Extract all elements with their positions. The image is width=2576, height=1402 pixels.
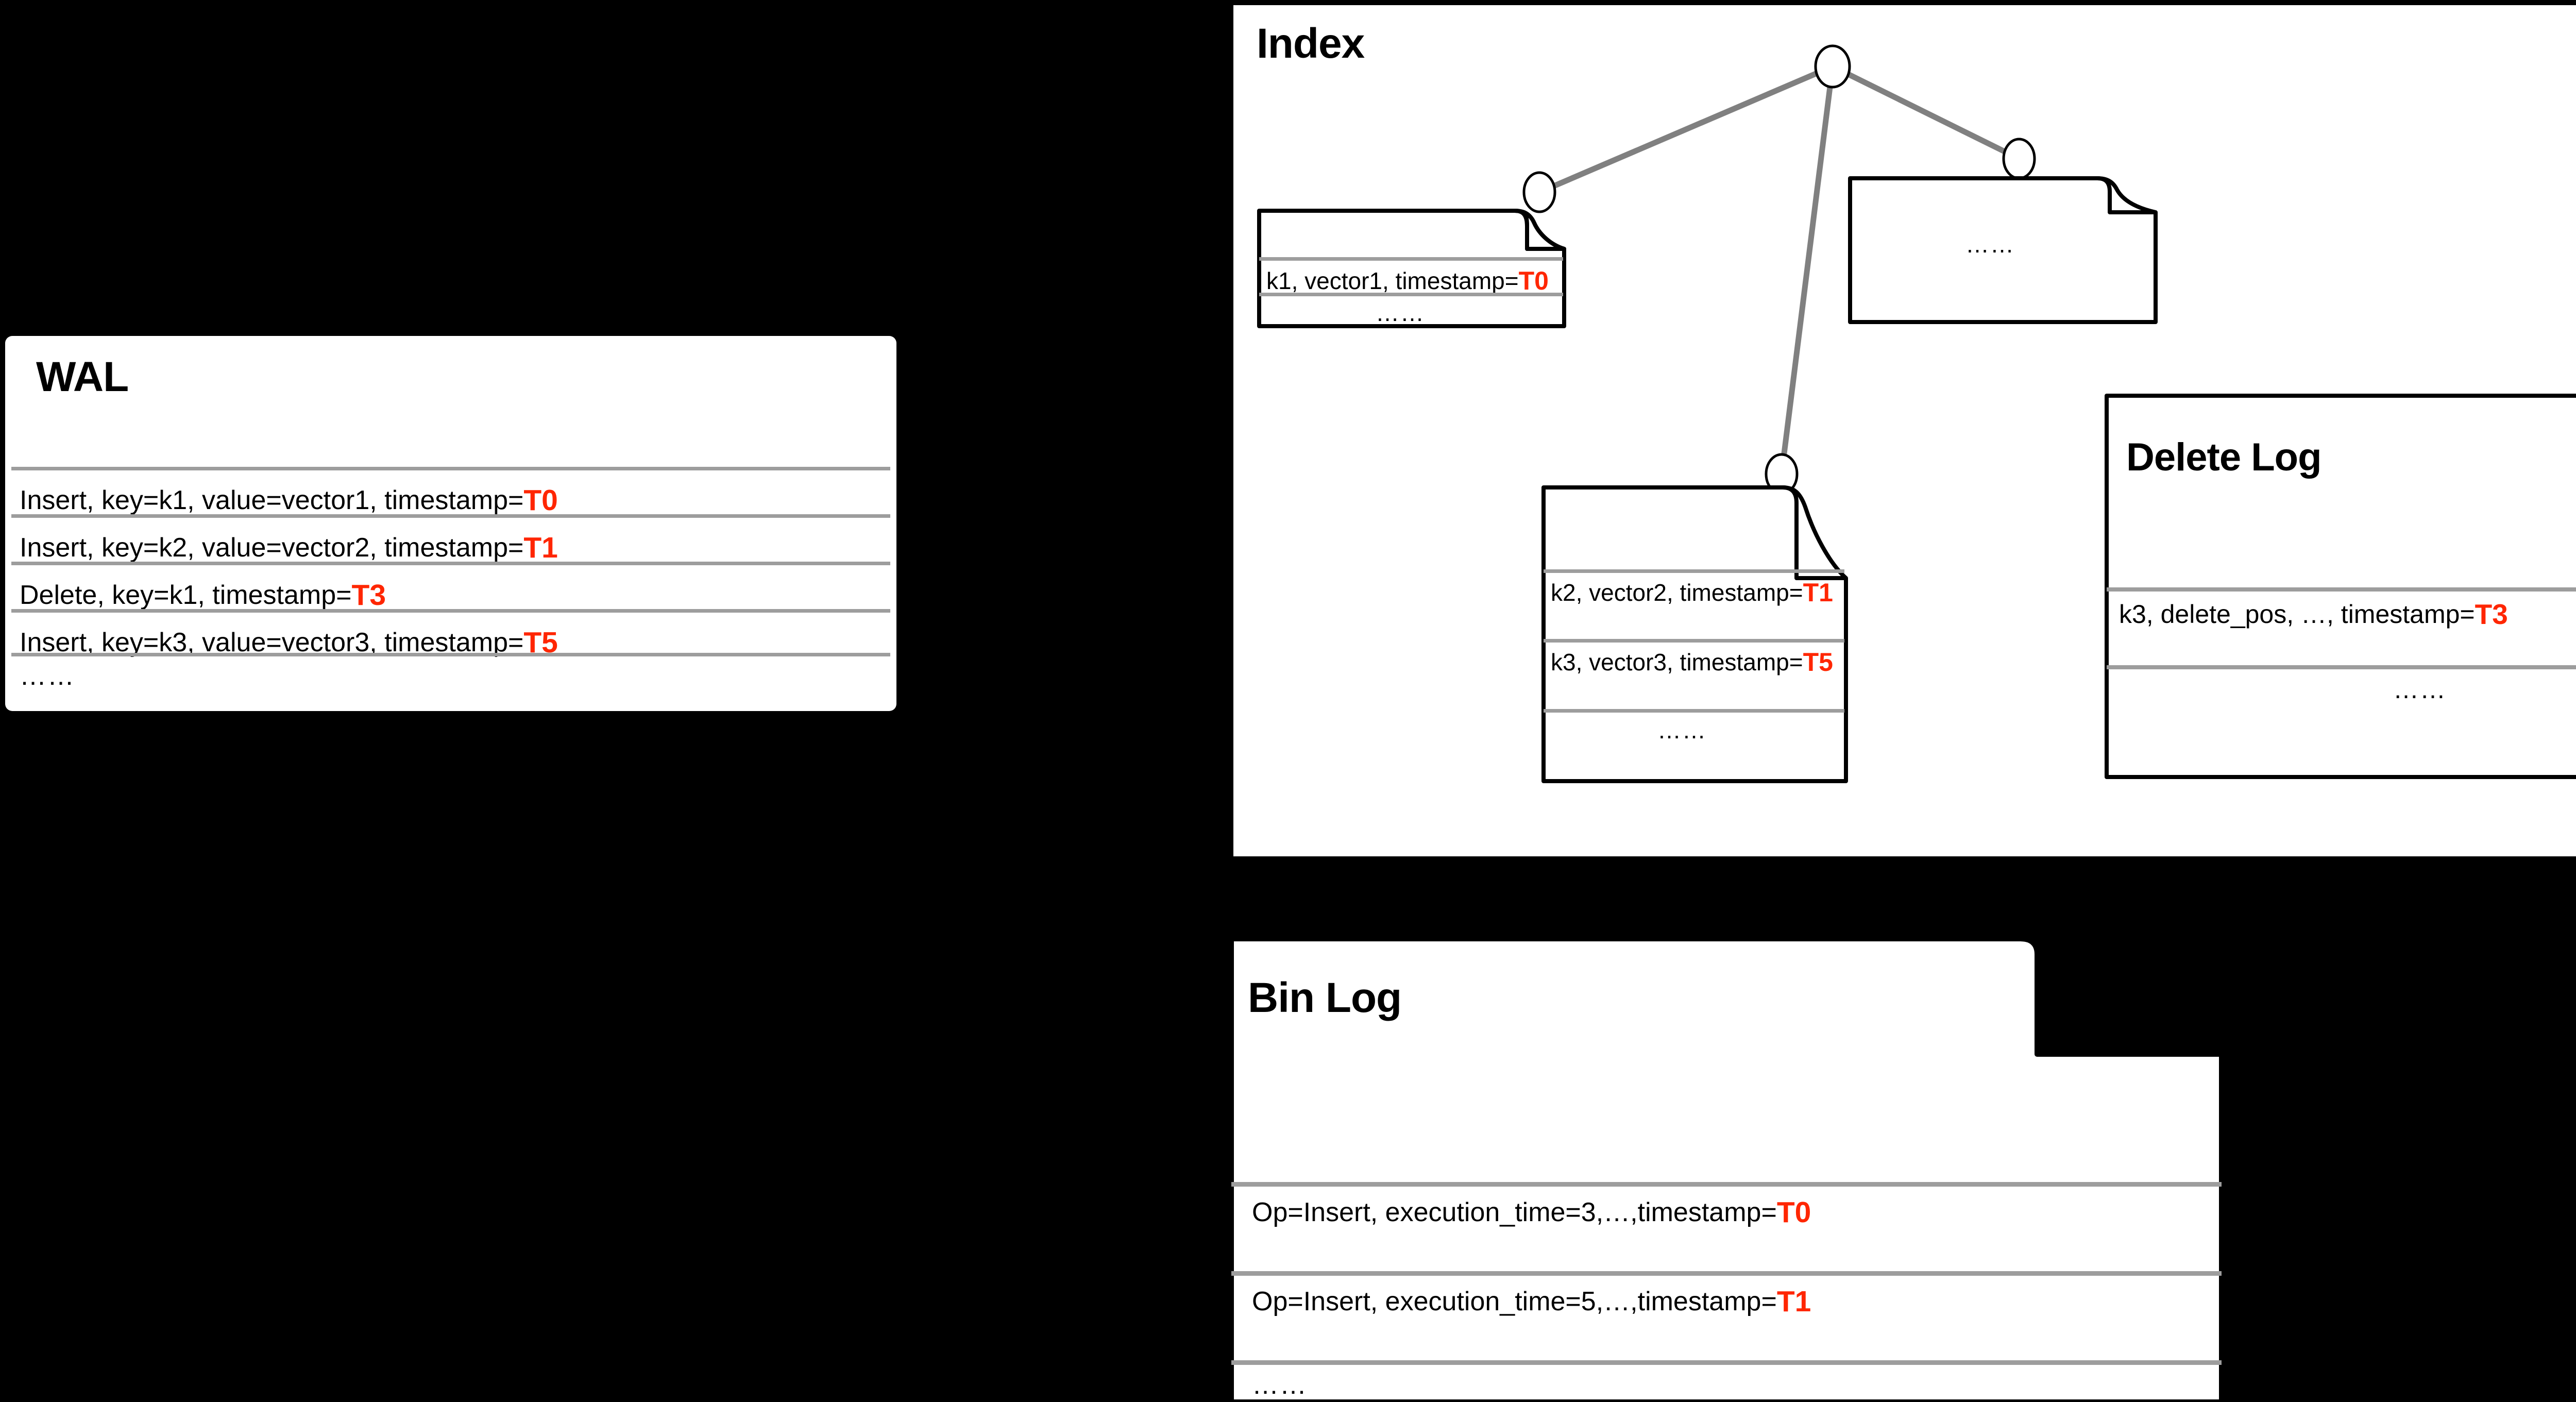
tree-node-right: [2002, 138, 2036, 180]
bin-log-divider-2: [1231, 1360, 2222, 1365]
delete-log-row-timestamp: T3: [2475, 598, 2508, 630]
leaf-k1-row-text: k1, vector1, timestamp=: [1266, 267, 1519, 294]
bin-log-row: Op=Insert, execution_time=5,…,timestamp=…: [1252, 1279, 1811, 1324]
delete-log-row-text: k3, delete_pos, …, timestamp=: [2119, 600, 2475, 629]
wal-divider-4: [11, 653, 890, 656]
wal-divider-3: [11, 609, 890, 613]
leaf-k2k3-ellipsis: ……: [1657, 717, 1707, 744]
bin-log-row-timestamp: T0: [1776, 1196, 1811, 1229]
leaf-k1-ellipsis: ……: [1376, 299, 1425, 326]
tree-node-root: [1814, 44, 1851, 89]
index-leaf-k1: k1, vector1, timestamp=T0 ……: [1257, 209, 1566, 328]
tree-edge-root-middle: [1778, 66, 1836, 475]
wal-divider-0: [11, 467, 890, 470]
leaf-dots-ellipsis: ……: [1965, 231, 2015, 258]
bin-log-row-text: Op=Insert, execution_time=5,…,timestamp=: [1252, 1287, 1777, 1316]
wal-row-text: Insert, key=k3, value=vector3, timestamp…: [20, 628, 524, 657]
leaf-k1-divider-0: [1259, 257, 1563, 261]
leaf-k2k3-divider-2: [1544, 709, 1844, 713]
index-leaf-dots: ……: [1848, 176, 2158, 324]
wal-divider-2: [11, 562, 890, 565]
leaf-k2k3-divider-0: [1544, 569, 1844, 573]
wal-divider-1: [11, 514, 890, 518]
index-title: Index: [1257, 20, 1365, 67]
wal-row-text: Insert, key=k1, value=vector1, timestamp…: [20, 485, 524, 515]
wal-row-text: Insert, key=k2, value=vector2, timestamp…: [20, 533, 524, 563]
delete-log-divider-1: [2107, 665, 2576, 669]
wal-row-timestamp: T0: [523, 484, 558, 517]
wal-ellipsis: ……: [20, 661, 75, 691]
delete-log-ellipsis: ……: [2393, 675, 2447, 704]
wal-row: Insert, key=k2, value=vector2, timestamp…: [20, 526, 558, 570]
delete-log-doc: Delete Log k3, delete_pos, …, timestamp=…: [2105, 394, 2576, 779]
leaf-k1-row-timestamp: T0: [1518, 266, 1549, 295]
wal-title: WAL: [36, 353, 129, 400]
bin-log-row-text: Op=Insert, execution_time=3,…,timestamp=: [1252, 1197, 1777, 1227]
tree-edge-root-left: [1538, 63, 1834, 195]
wal-row-timestamp: T3: [351, 579, 386, 612]
leaf-k1-row: k1, vector1, timestamp=T0: [1266, 262, 1549, 299]
tree-edge-root-right: [1831, 64, 2021, 161]
leaf-k2k3-row-timestamp: T1: [1803, 578, 1833, 607]
bin-log-divider-1: [1231, 1271, 2222, 1276]
index-leaf-k2k3: k2, vector2, timestamp=T1 k3, vector3, t…: [1541, 485, 1848, 783]
leaf-k2k3-row-text: k3, vector3, timestamp=: [1551, 649, 1803, 675]
wal-panel: WAL Insert, key=k1, value=vector1, times…: [5, 336, 896, 711]
tree-node-left: [1522, 171, 1556, 213]
delete-log-divider-0: [2107, 587, 2576, 592]
bin-log-panel: Bin Log Op=Insert, execution_time=3,…,ti…: [1229, 937, 2224, 1402]
bin-log-title: Bin Log: [1248, 974, 1402, 1021]
leaf-k2k3-row-timestamp: T5: [1803, 648, 1833, 677]
leaf-k2k3-row-text: k2, vector2, timestamp=: [1551, 579, 1803, 606]
leaf-k2k3-row: k2, vector2, timestamp=T1: [1551, 574, 1833, 611]
wal-row: Insert, key=k3, value=vector3, timestamp…: [20, 620, 558, 665]
bin-log-divider-0: [1231, 1182, 2222, 1187]
wal-row: Insert, key=k1, value=vector1, timestamp…: [20, 478, 558, 522]
bin-log-row-timestamp: T1: [1776, 1285, 1811, 1318]
wal-row: Delete, key=k1, timestamp=T3: [20, 573, 386, 617]
leaf-k2k3-divider-1: [1544, 639, 1844, 643]
leaf-k1-divider-1: [1259, 293, 1563, 296]
delete-log-row: k3, delete_pos, …, timestamp=T3: [2119, 595, 2508, 634]
bin-log-ellipsis: ……: [1252, 1370, 1308, 1400]
wal-row-text: Delete, key=k1, timestamp=: [20, 580, 352, 610]
wal-row-timestamp: T1: [523, 531, 558, 564]
bin-log-row: Op=Insert, execution_time=3,…,timestamp=…: [1252, 1190, 1811, 1235]
leaf-k2k3-row: k3, vector3, timestamp=T5: [1551, 644, 1833, 681]
delete-log-title: Delete Log: [2126, 435, 2321, 479]
